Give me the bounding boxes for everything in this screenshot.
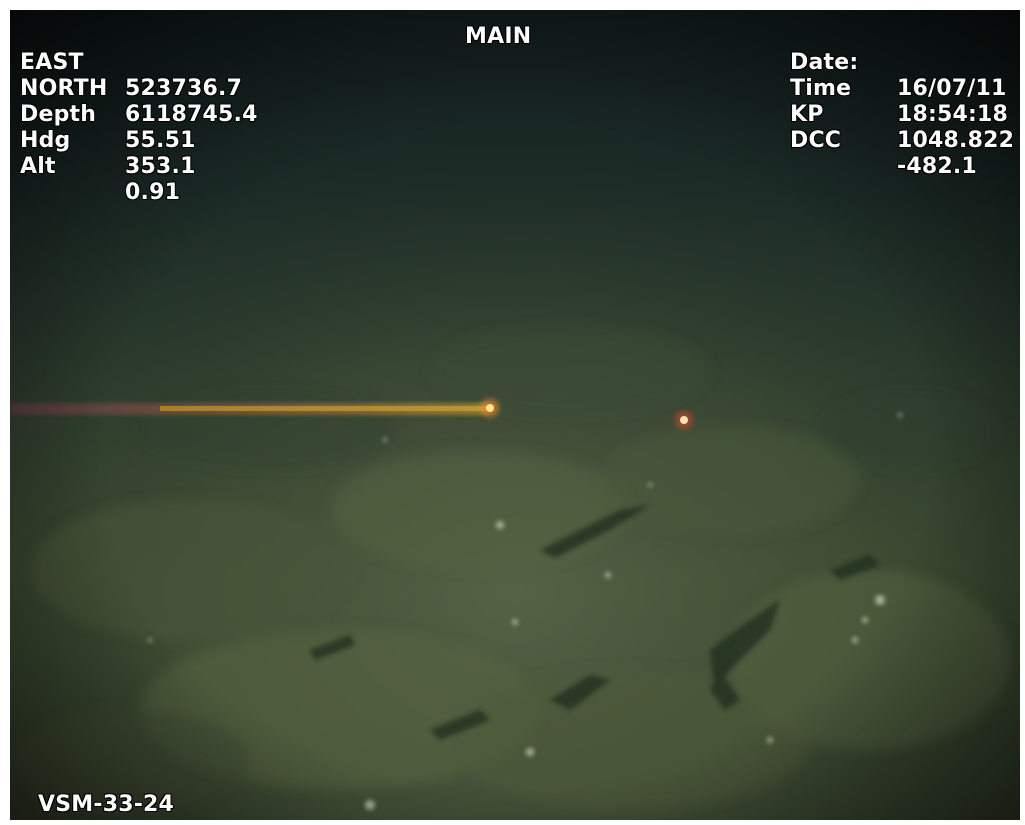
osd-row-heading: Hdg 353.1 — [20, 102, 280, 179]
date-value: 16/07/11 — [897, 76, 1007, 101]
osd-row-time: Time 18:54:18 — [790, 50, 1015, 127]
heading-value: 353.1 — [125, 154, 196, 179]
osd-row-altitude: Alt 0.91 — [20, 128, 280, 205]
osd-row-kp: KP 1048.822 — [790, 76, 1015, 153]
rov-camera-feed: EAST 523736.7 NORTH 6118745.4 Depth 55.5… — [10, 10, 1020, 820]
vignette — [10, 10, 1020, 820]
osd-row-north: NORTH 6118745.4 — [20, 50, 280, 127]
osd-left-panel: EAST 523736.7 NORTH 6118745.4 Depth 55.5… — [20, 24, 280, 205]
altitude-label: Alt — [20, 154, 56, 179]
dcc-label: DCC — [790, 128, 842, 153]
depth-label: Depth — [20, 102, 97, 127]
osd-right-panel: Date: 16/07/11 Time 18:54:18 KP 1048.822… — [790, 24, 1015, 179]
altitude-value: 0.91 — [125, 180, 181, 205]
date-label: Date: — [790, 50, 859, 75]
seabed-scene — [10, 10, 1020, 820]
osd-row-depth: Depth 55.51 — [20, 76, 280, 153]
depth-value: 55.51 — [125, 128, 196, 153]
time-value: 18:54:18 — [897, 102, 1009, 127]
osd-row-east: EAST 523736.7 — [20, 24, 280, 101]
time-label: Time — [790, 76, 852, 101]
kp-value: 1048.822 — [897, 128, 1015, 153]
osd-row-dcc: DCC -482.1 — [790, 102, 1015, 179]
kp-label: KP — [790, 102, 824, 127]
camera-id: VSM-33-24 — [38, 792, 175, 817]
east-value: 523736.7 — [125, 76, 243, 101]
heading-label: Hdg — [20, 128, 71, 153]
osd-row-date: Date: 16/07/11 — [790, 24, 1015, 101]
dcc-value: -482.1 — [897, 154, 977, 179]
east-label: EAST — [20, 50, 84, 75]
north-value: 6118745.4 — [125, 102, 258, 127]
north-label: NORTH — [20, 76, 108, 101]
osd-title: MAIN — [465, 24, 532, 49]
